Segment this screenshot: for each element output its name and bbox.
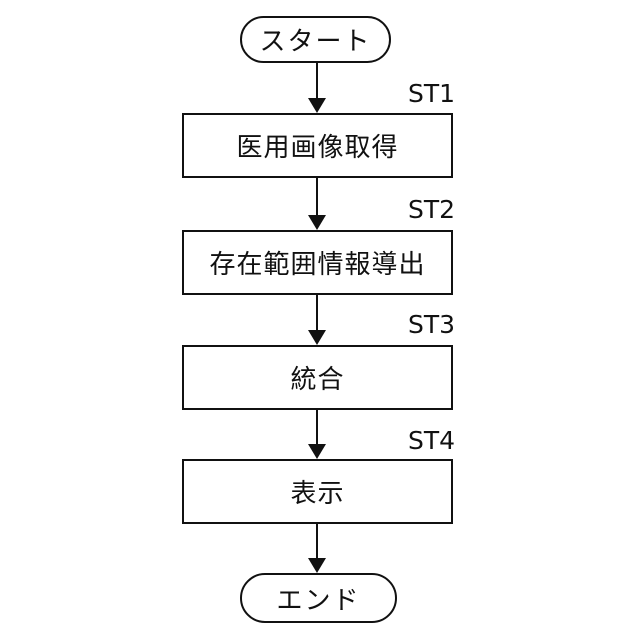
arrow-head-icon — [308, 98, 326, 113]
step-id-st4: ST4 — [408, 426, 456, 455]
end-terminal: エンド — [240, 573, 397, 623]
flow-arrow-st3-to-st4 — [308, 410, 326, 459]
flow-arrow-st2-to-st3 — [308, 295, 326, 345]
process-box-st2: 存在範囲情報導出 — [182, 230, 453, 295]
arrow-shaft — [315, 63, 319, 98]
flow-arrow-st4-to-end — [308, 524, 326, 573]
end-terminal-label: エンド — [276, 585, 361, 616]
arrow-head-icon — [308, 558, 326, 573]
arrow-shaft — [315, 295, 319, 330]
arrow-head-icon — [308, 444, 326, 459]
arrow-head-icon — [308, 330, 326, 345]
arrow-shaft — [315, 410, 319, 444]
start-terminal-label: スタート — [259, 27, 372, 57]
process-box-st1: 医用画像取得 — [182, 113, 453, 178]
process-box-st1-label: 医用画像取得 — [236, 133, 399, 163]
arrow-head-icon — [308, 215, 326, 230]
process-box-st3-label: 統合 — [290, 365, 345, 395]
process-box-st3: 統合 — [182, 345, 453, 410]
arrow-shaft — [315, 178, 319, 215]
process-box-st2-label: 存在範囲情報導出 — [209, 250, 426, 280]
start-terminal: スタート — [240, 16, 391, 63]
process-box-st4-label: 表示 — [290, 479, 345, 509]
step-id-st1: ST1 — [408, 79, 456, 108]
flow-arrow-st1-to-st2 — [308, 178, 326, 230]
arrow-shaft — [315, 524, 319, 558]
step-id-st3: ST3 — [408, 310, 456, 339]
flow-arrow-start-to-st1 — [308, 63, 326, 113]
step-id-st2: ST2 — [408, 195, 456, 224]
process-box-st4: 表示 — [182, 459, 453, 524]
